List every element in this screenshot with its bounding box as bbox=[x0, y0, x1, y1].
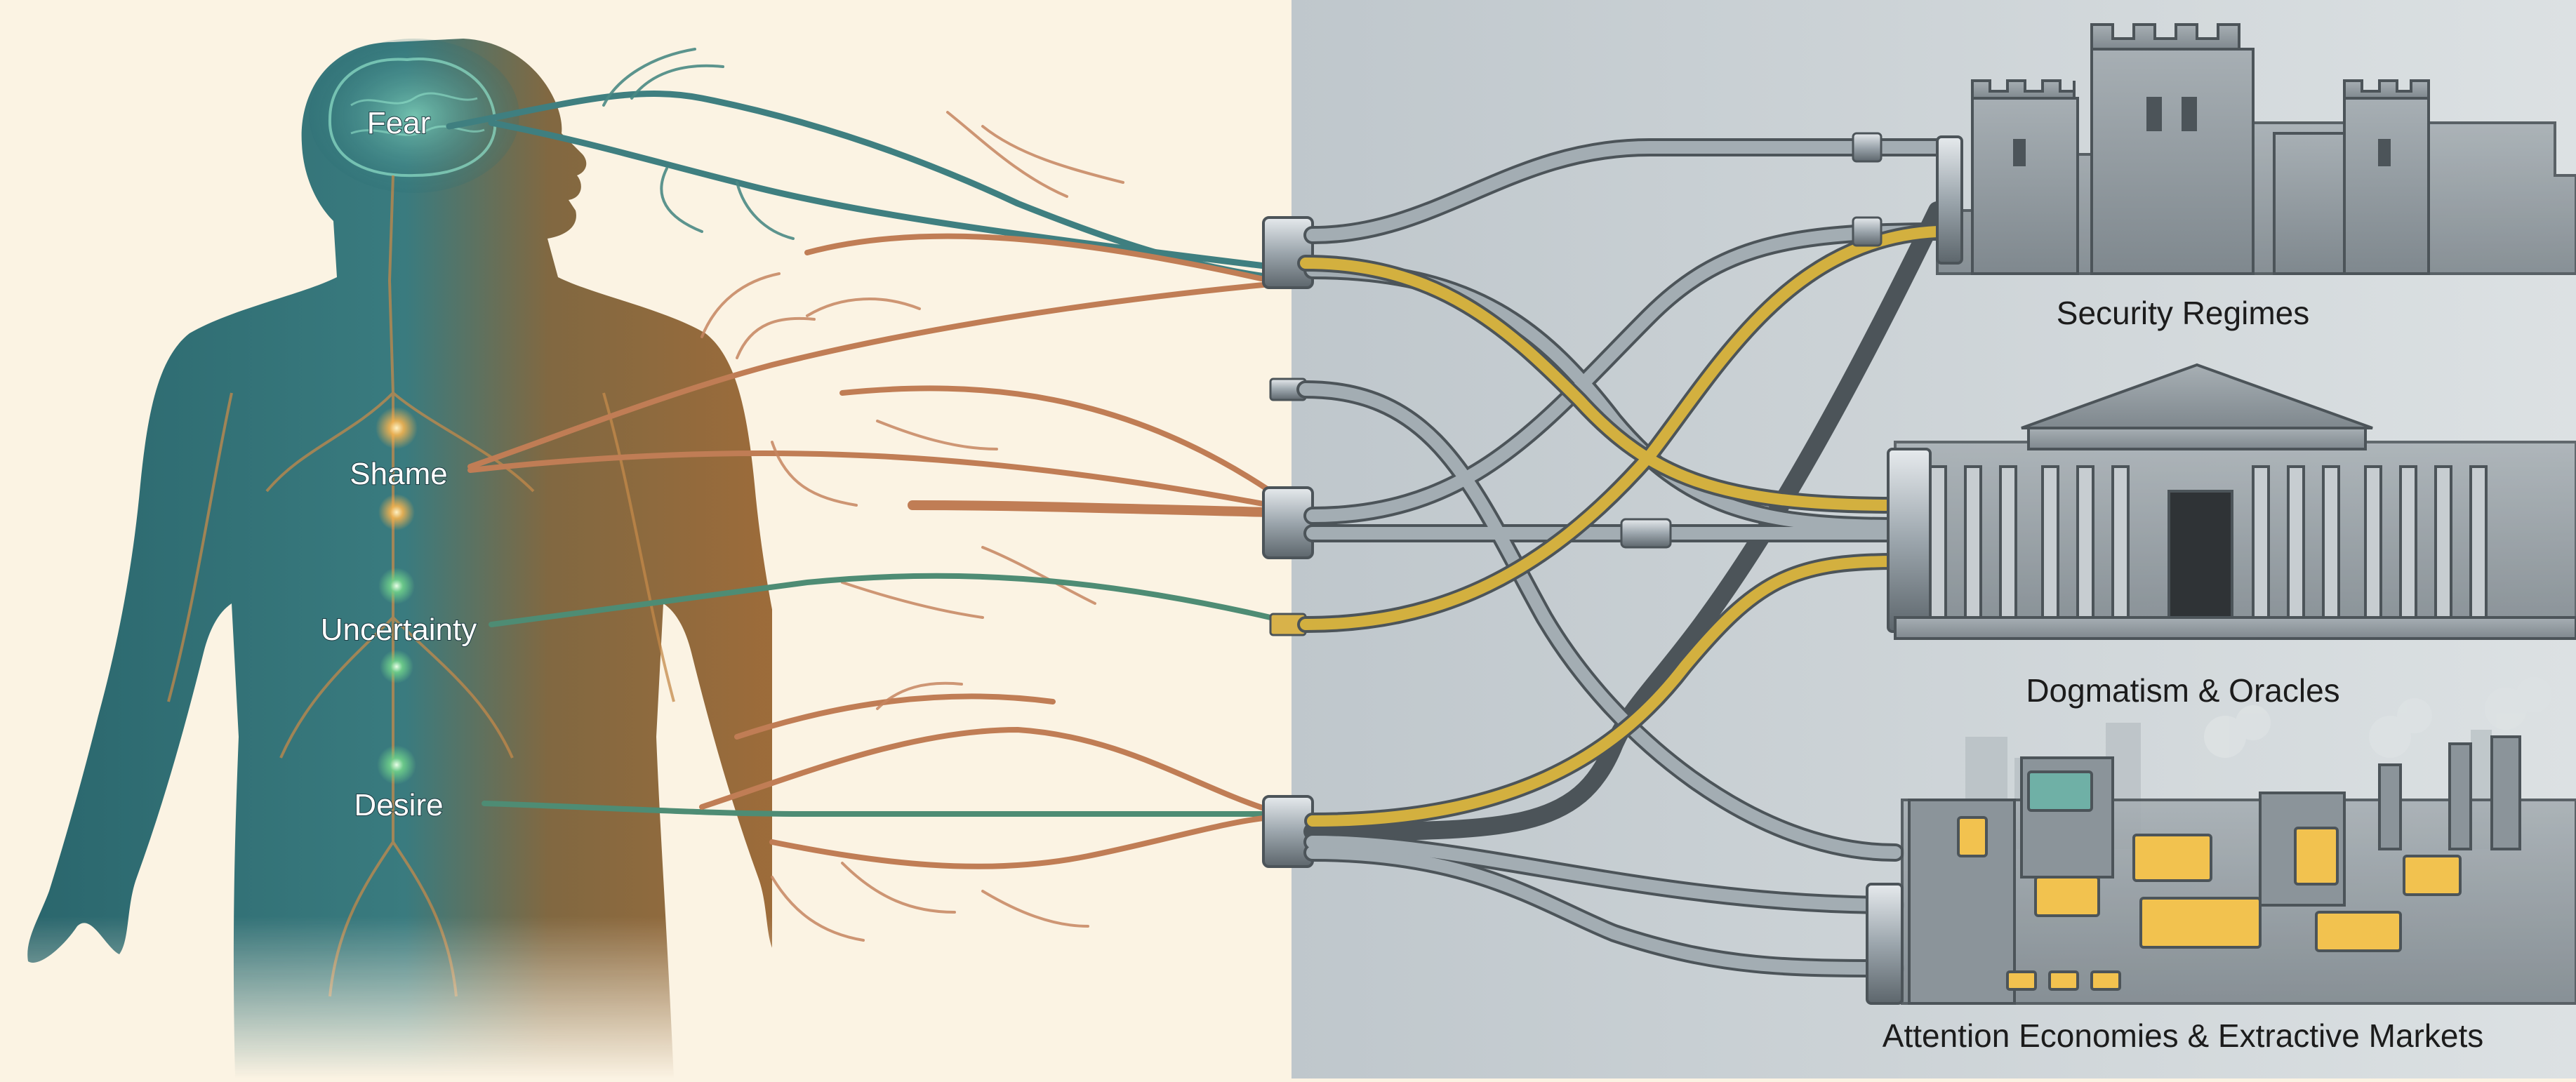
connector-1 bbox=[1263, 218, 1313, 288]
institution-label-attention: Attention Economies & Extractive Markets bbox=[1883, 1017, 2483, 1054]
emotion-label-uncertainty: Uncertainty bbox=[321, 613, 477, 647]
institution-label-security: Security Regimes bbox=[2057, 295, 2309, 331]
institution-label-dogmatism: Dogmatism & Oracles bbox=[2026, 672, 2339, 709]
emotion-label-fear: Fear bbox=[367, 106, 430, 140]
emotion-label-shame: Shame bbox=[350, 457, 447, 491]
connector-3 bbox=[1263, 488, 1313, 558]
emotion-label-desire: Desire bbox=[354, 788, 443, 822]
